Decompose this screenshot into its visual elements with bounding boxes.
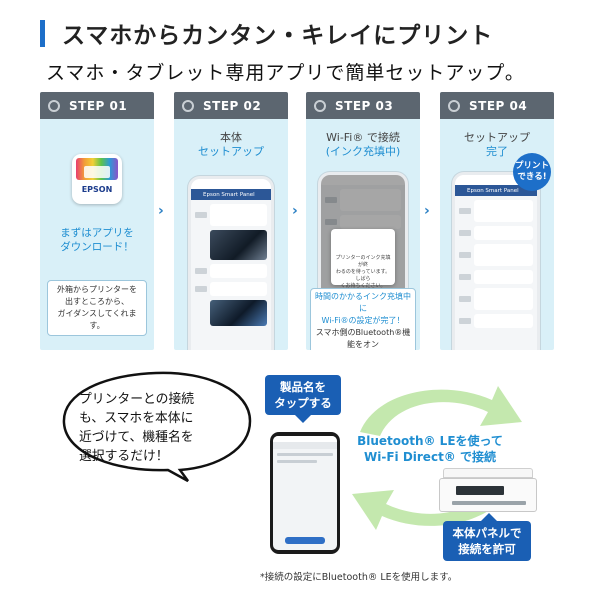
smartphone-image: Epson Smart Panel [188,176,274,350]
gear-icon [448,99,460,112]
gear-icon [182,99,194,112]
step-card-header: STEP 03 [306,92,420,119]
step-label: STEP 01 [69,98,128,113]
step-card-4: STEP 04 セットアップ 完了 Epson Smart Panel プリント… [440,92,554,350]
step-line-1: 本体 [220,131,242,144]
step-card-3: STEP 03 Wi-Fi® で接続 (インク充填中) プリンターのインク充填が… [306,92,420,350]
smartphone-image: Epson Smart Panel [452,172,540,350]
step-label: STEP 02 [203,98,262,113]
step-note: 時間のかかるインク充填中に Wi-Fi®の設定が完了！ スマホ側のBluetoo… [310,288,416,350]
connection-method-text: Bluetooth® LEを使って Wi-Fi Direct® で接続 [357,434,503,464]
title-accent-bar [40,20,45,47]
app-brand-label: EPSON [81,185,113,194]
step-label: STEP 04 [469,98,528,113]
tap-product-callout: 製品名を タップする [265,375,341,423]
gear-icon [314,99,326,112]
step-card-header: STEP 04 [440,92,554,119]
step-line-2: (インク充填中) [325,145,401,158]
page-title: スマホからカンタン・キレイにプリント [62,23,494,49]
sync-arrows-icon [352,386,522,530]
step-line-1: セットアップ [464,131,530,144]
step-card-header: STEP 02 [174,92,288,119]
chevron-right-icon: › [158,203,164,219]
step-line-2: セットアップ [198,145,264,158]
step-note: 外箱からプリンターを 出すところから、 ガイダンスしてくれます。 [47,280,147,336]
step-card-header: STEP 01 [40,92,154,119]
app-header-bar: Epson Smart Panel [455,185,537,196]
connect-button-graphic [285,537,325,544]
chevron-right-icon: › [424,203,430,219]
page-subtitle: スマホ・タブレット専用アプリで簡単セットアップ。 [46,62,525,84]
allow-connection-callout: 本体パネルで 接続を許可 [443,513,531,561]
chevron-right-icon: › [292,203,298,219]
smartphone-image [270,432,340,554]
step-description: まずはアプリを ダウンロード！ [60,227,134,253]
setup-photo [210,300,267,326]
app-header-bar: Epson Smart Panel [191,189,271,200]
step-line-2: 完了 [486,145,508,158]
step-line-1: Wi-Fi® で接続 [326,131,400,144]
step-label: STEP 03 [335,98,394,113]
step-card-2: STEP 02 本体 セットアップ Epson Smart Panel [174,92,288,350]
speech-bubble [62,371,252,483]
step-note-highlight: 時間のかかるインク充填中に Wi-Fi®の設定が完了！ [315,292,411,325]
waiting-modal: プリンターのインク充填が終 わるのを待っています。しばら くお待ちください。 [331,229,395,289]
step-card-1: STEP 01 EPSON まずはアプリを ダウンロード！ 外箱からプリンターを… [40,92,154,350]
step-note-text: スマホ側のBluetooth®機能をオン にしておくと、自動で自宅に使っ ている… [315,328,411,349]
epson-app-icon: EPSON [72,154,122,204]
modal-message: プリンターのインク充填が終 わるのを待っています。しばら くお待ちください。 [335,255,391,289]
speech-bubble-text: プリンターとの接続 も、スマホを本体に 近づけて、機種名を 選択するだけ！ [79,392,195,464]
print-ready-badge: プリント できる! [513,153,551,191]
printer-image [439,468,537,518]
footnote: *接続の設定にBluetooth® LEを使用します。 [260,572,458,583]
setup-photo [210,230,267,260]
gear-icon [48,99,60,112]
